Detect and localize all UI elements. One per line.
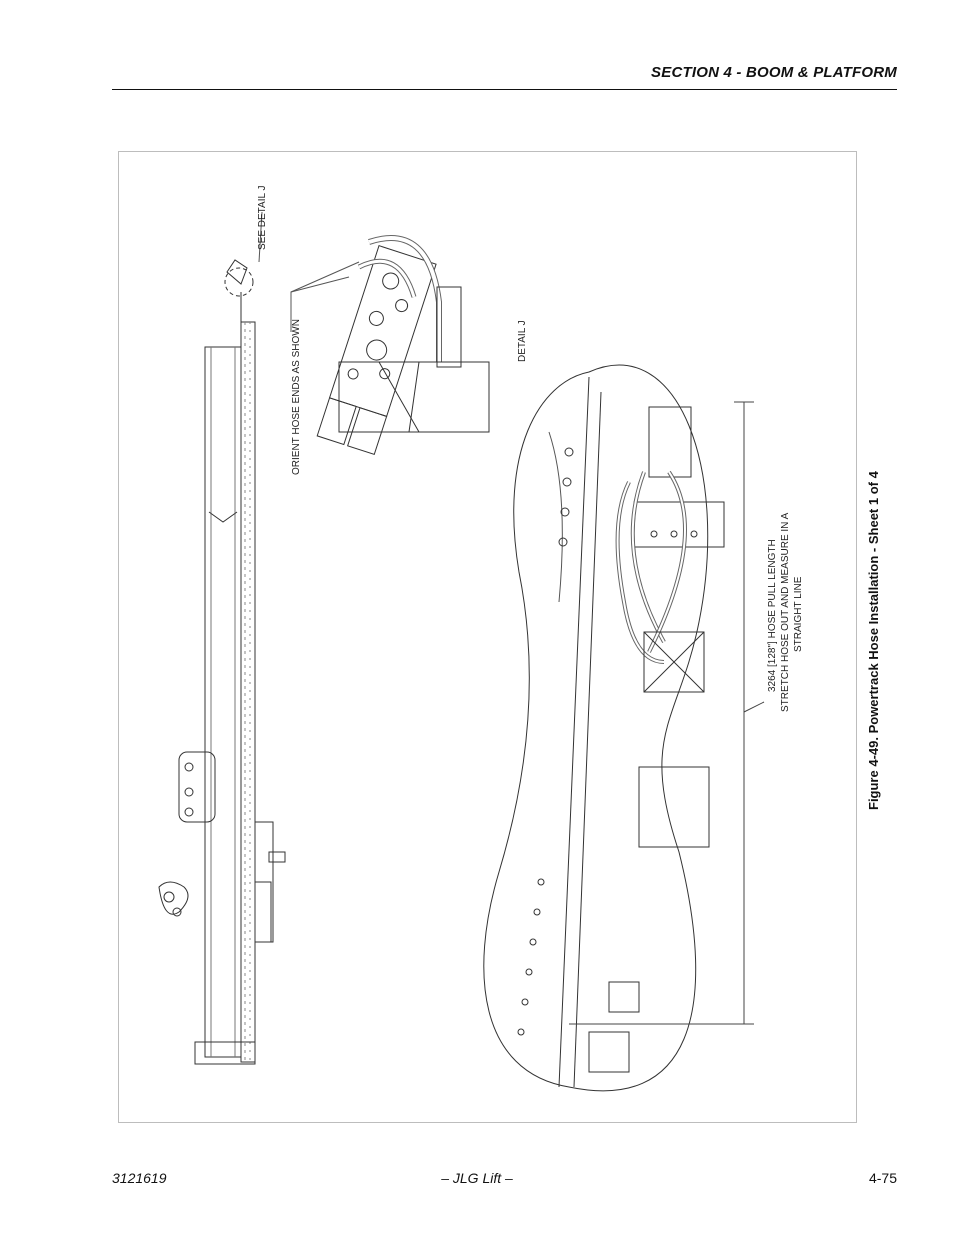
dimension-label-line2: STRETCH HOSE OUT AND MEASURE IN A [780,512,791,712]
figure-frame: SEE DETAIL J ORIENT HOSE ENDS AS SHOWN D… [118,151,857,1123]
dimension-label-line1: 3264 [128"] HOSE PULL LENGTH [767,539,778,692]
doc-number: 3121619 [112,1170,167,1186]
brand-text: – JLG Lift – [441,1170,513,1186]
powertrack-drawing [158,211,765,1092]
figure-caption: Figure 4-49. Powertrack Hose Installatio… [866,471,881,810]
boom-assembly [158,259,286,1065]
page-number: 4-75 [868,1170,897,1186]
detail-j-label: DETAIL J [517,320,528,362]
header-divider [112,89,897,90]
see-detail-label: SEE DETAIL J [257,185,268,250]
dimension-label-line3: STRAIGHT LINE [793,576,804,652]
section-title: SECTION 4 - BOOM & PLATFORM [651,64,897,81]
enlarged-view [483,364,725,1092]
orient-hose-label: ORIENT HOSE ENDS AS SHOWN [291,319,302,475]
dimension-line [569,401,765,1025]
detail-j [258,211,490,456]
